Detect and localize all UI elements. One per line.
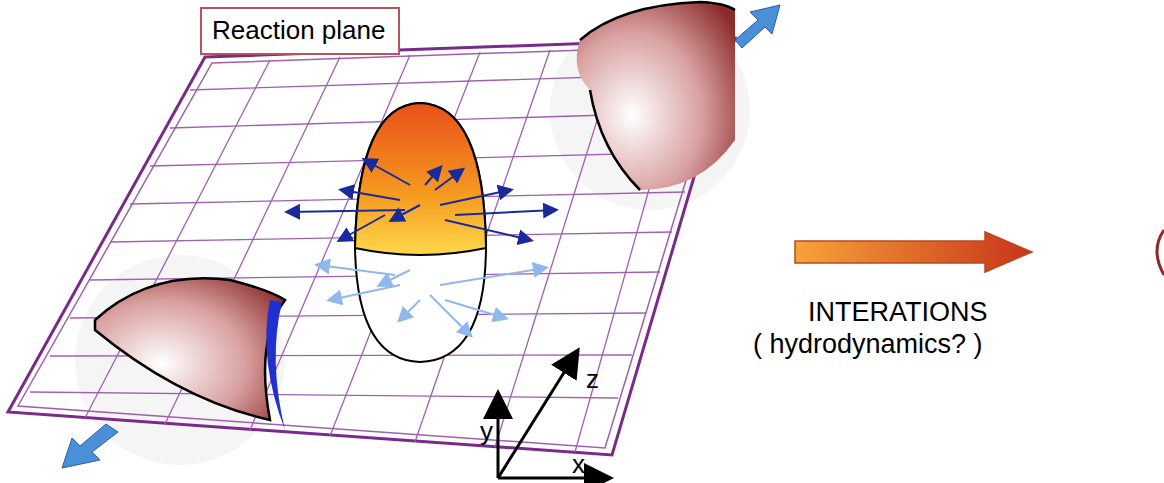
axis-label: z	[586, 365, 599, 395]
note-text: ( hydrodynamics? )	[753, 329, 983, 360]
axis-label: y	[480, 417, 493, 447]
label-box: Reaction plane	[200, 7, 400, 55]
axis-label: x	[572, 450, 585, 480]
box-text: Reaction plane	[212, 15, 388, 46]
note-text: INTERATIONS	[808, 297, 988, 328]
